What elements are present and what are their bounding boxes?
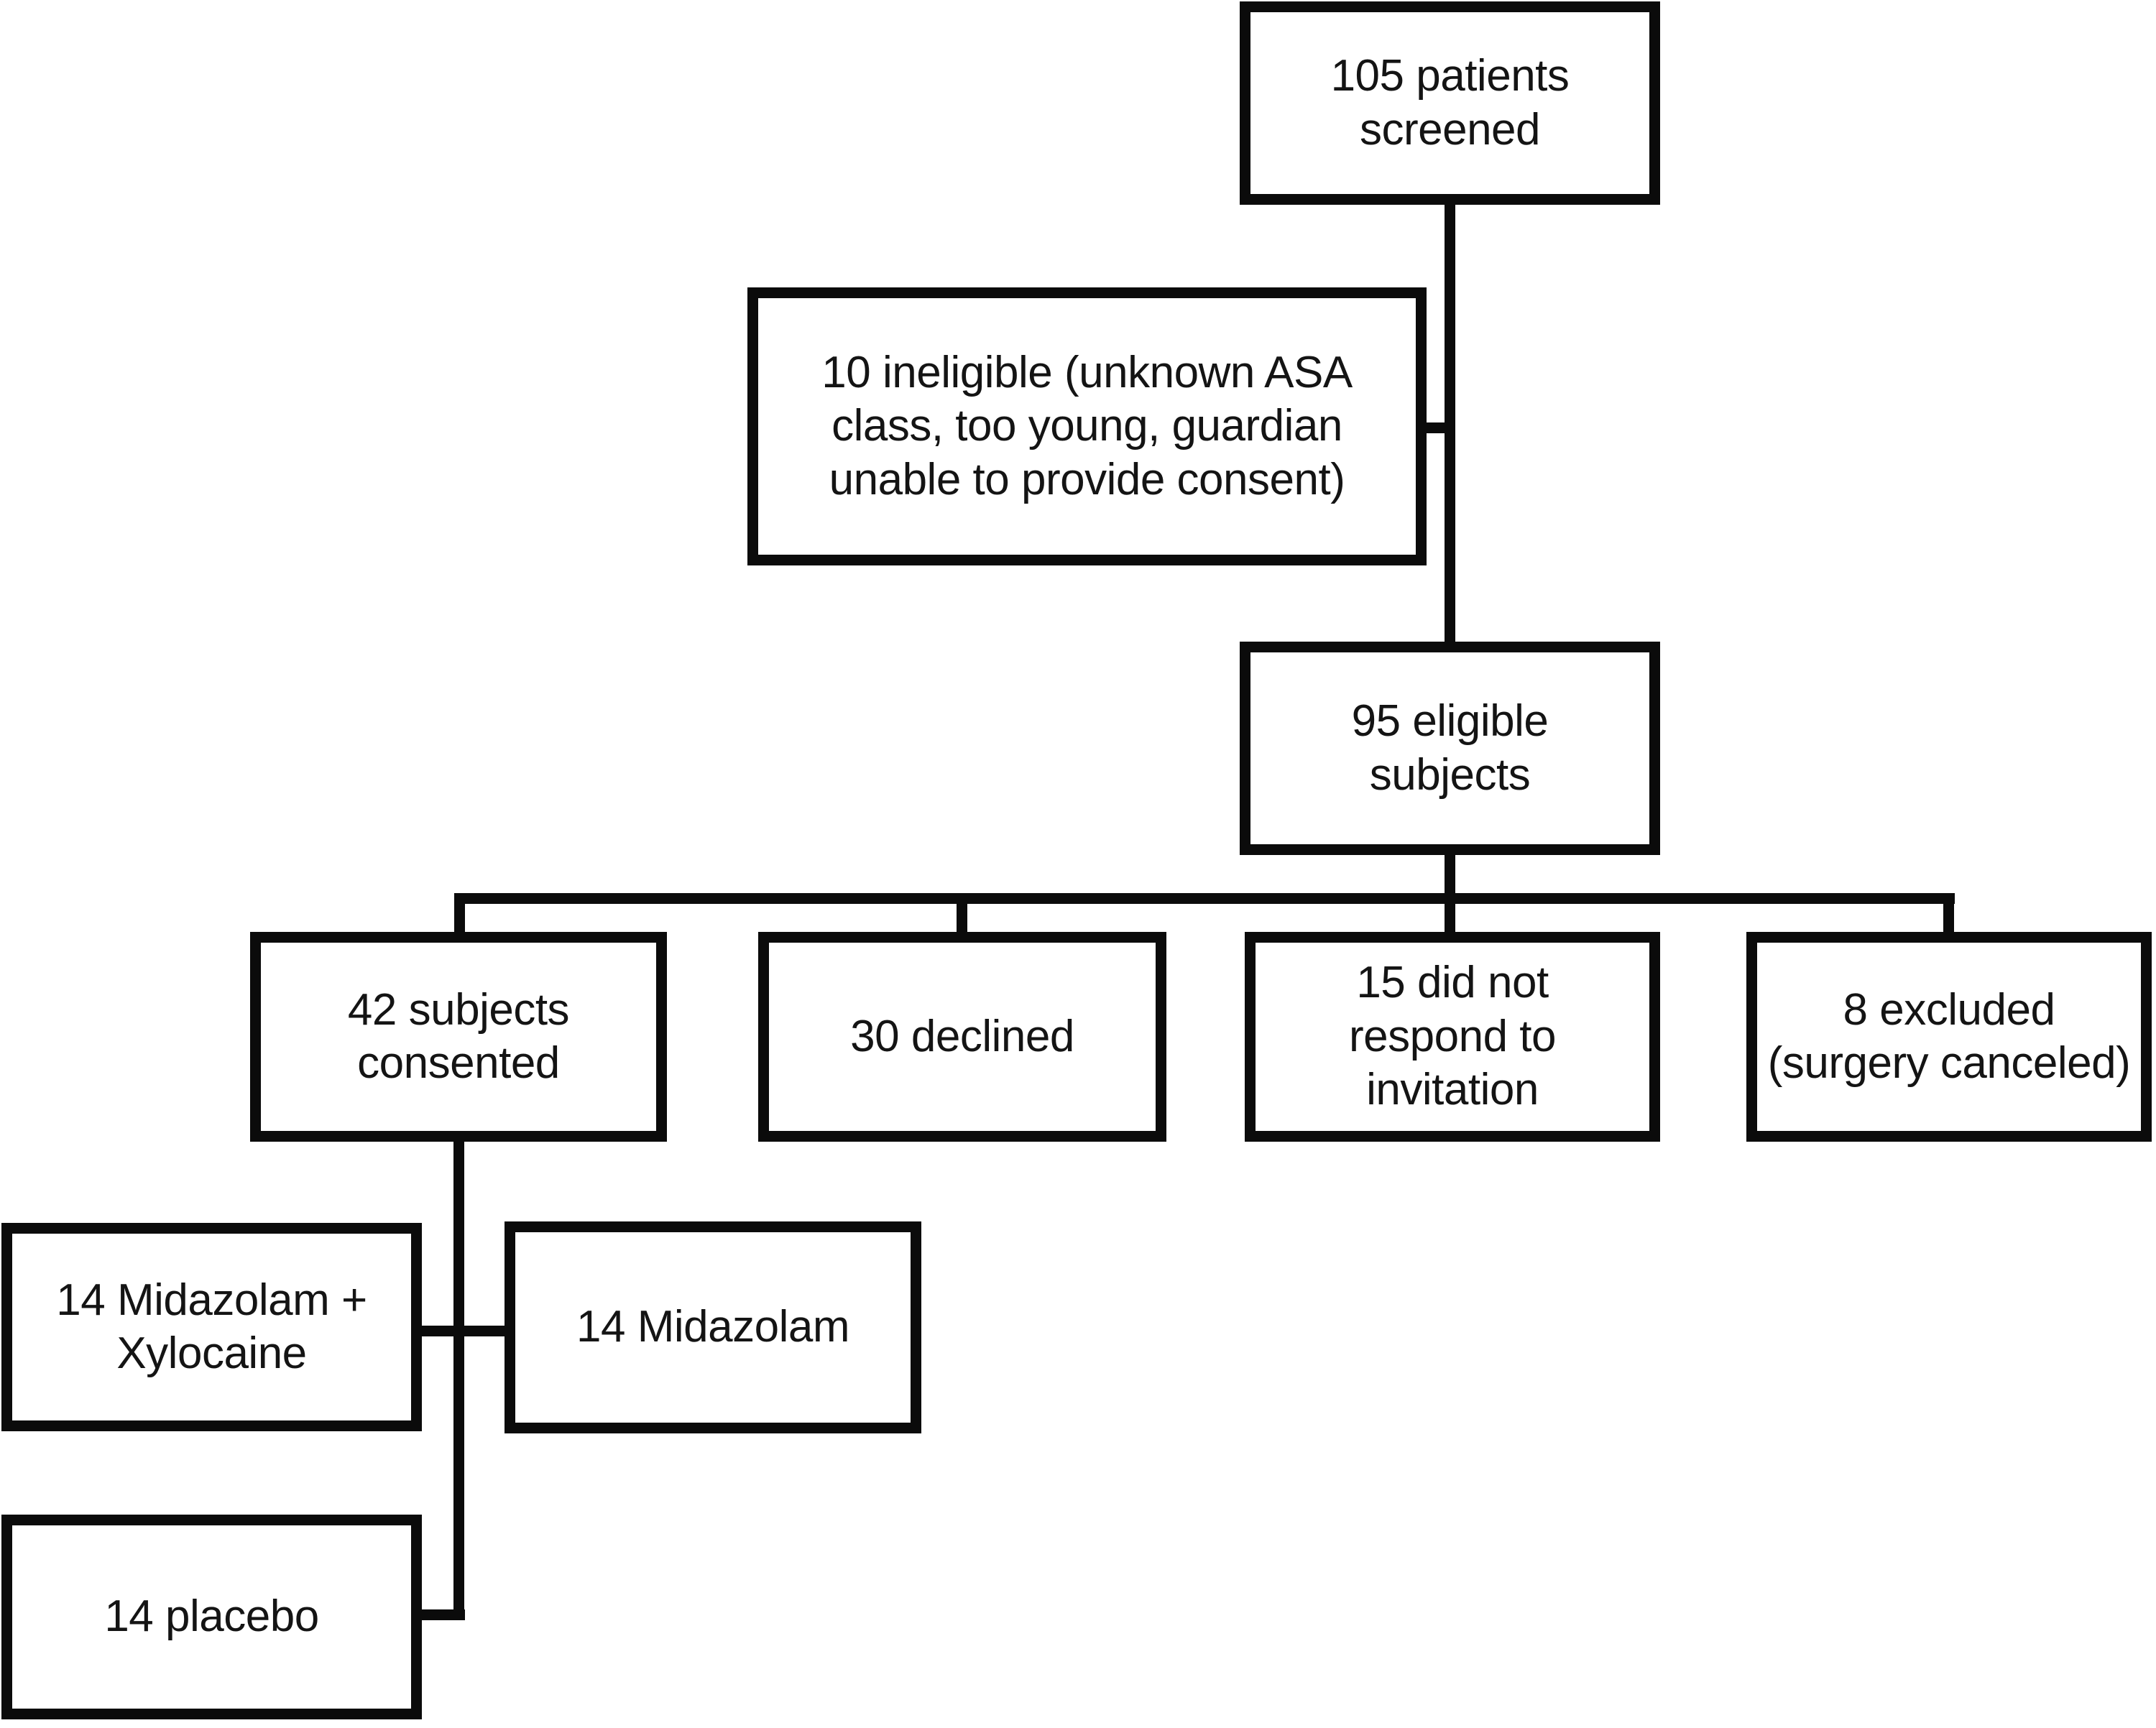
connector-midazolam-branch	[419, 1326, 507, 1336]
node-eligible-subjects: 95 eligible subjects	[1240, 642, 1660, 855]
connector-drop-excluded	[1943, 898, 1954, 935]
connector-drop-consented	[454, 898, 465, 935]
node-midazolam-xylocaine: 14 Midazolam + Xylocaine	[1, 1223, 422, 1431]
node-midazolam: 14 Midazolam	[505, 1221, 921, 1433]
connector-row-distributor	[454, 893, 1955, 904]
node-patients-screened: 105 patients screened	[1240, 1, 1660, 205]
connector-placebo-branch	[419, 1609, 465, 1620]
connector-screened-to-eligible	[1445, 203, 1455, 643]
node-subjects-consented: 42 subjects consented	[250, 932, 667, 1142]
connector-drop-declined	[957, 898, 967, 935]
connector-consented-to-arms	[453, 1140, 464, 1620]
node-excluded: 8 excluded (surgery canceled)	[1746, 932, 2152, 1142]
connector-ineligible-branch	[1422, 422, 1447, 433]
node-no-response: 15 did not respond to invitation	[1245, 932, 1660, 1142]
node-placebo: 14 placebo	[1, 1515, 422, 1719]
node-ineligible: 10 ineligible (unknown ASA class, too yo…	[747, 287, 1427, 565]
node-declined: 30 declined	[758, 932, 1166, 1142]
